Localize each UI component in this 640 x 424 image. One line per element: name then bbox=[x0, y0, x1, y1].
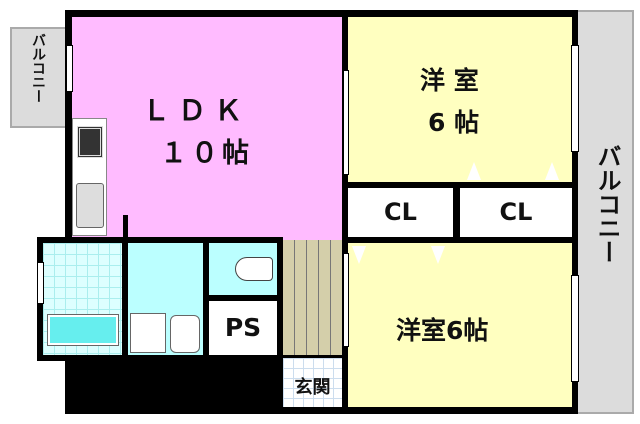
wall bbox=[453, 182, 460, 237]
toilet-icon bbox=[235, 257, 273, 281]
balcony-left: バルコニー bbox=[10, 27, 68, 128]
toilet-room bbox=[209, 243, 277, 295]
ps-label: PS bbox=[224, 313, 262, 342]
balcony-right: バルコニー bbox=[576, 10, 634, 414]
window[interactable] bbox=[571, 45, 579, 152]
balcony-left-label: バルコニー bbox=[30, 33, 46, 103]
ldk-label: ＬＤＫ bbox=[142, 94, 251, 127]
kitchen-counter bbox=[72, 118, 107, 236]
closet1-label: CL bbox=[384, 198, 417, 226]
wall bbox=[123, 215, 128, 240]
window[interactable] bbox=[37, 262, 44, 304]
closet-2: CL bbox=[460, 188, 572, 237]
sink-icon bbox=[76, 183, 104, 228]
closet-door-icon bbox=[545, 162, 559, 180]
closet-door-icon bbox=[467, 162, 481, 180]
window[interactable] bbox=[343, 70, 349, 175]
washing-machine-icon bbox=[130, 313, 166, 353]
wall bbox=[278, 407, 578, 414]
western1-size: 6 帖 bbox=[428, 108, 480, 137]
closet2-label: CL bbox=[499, 198, 533, 226]
entrance-label: 玄関 bbox=[294, 377, 331, 398]
bathtub-icon bbox=[47, 314, 119, 346]
window[interactable] bbox=[343, 253, 349, 347]
hallway bbox=[283, 240, 342, 355]
wall bbox=[342, 17, 348, 407]
balcony-right-label: バルコニー bbox=[593, 144, 621, 264]
ldk-size: １０帖 bbox=[160, 138, 253, 169]
closet-1: CL bbox=[348, 188, 453, 237]
wall bbox=[342, 237, 572, 243]
western2-label: 洋室6帖 bbox=[396, 316, 489, 345]
room-ldk: ＬＤＫ １０帖 bbox=[72, 17, 342, 240]
wall bbox=[277, 355, 283, 414]
window[interactable] bbox=[66, 45, 73, 92]
washroom bbox=[128, 243, 203, 355]
closet-door-icon bbox=[352, 246, 366, 264]
pipe-space: PS bbox=[209, 301, 277, 355]
bathroom bbox=[43, 243, 122, 355]
western1-label: 洋 室 bbox=[420, 66, 479, 95]
room-western-1: 洋 室 6 帖 bbox=[348, 17, 572, 182]
room-western-2: 洋室6帖 bbox=[348, 243, 572, 407]
closet-door-icon bbox=[431, 246, 445, 264]
stove-icon bbox=[77, 126, 103, 158]
washbasin-icon bbox=[170, 315, 200, 353]
entrance: 玄関 bbox=[283, 358, 342, 407]
window[interactable] bbox=[571, 275, 579, 382]
